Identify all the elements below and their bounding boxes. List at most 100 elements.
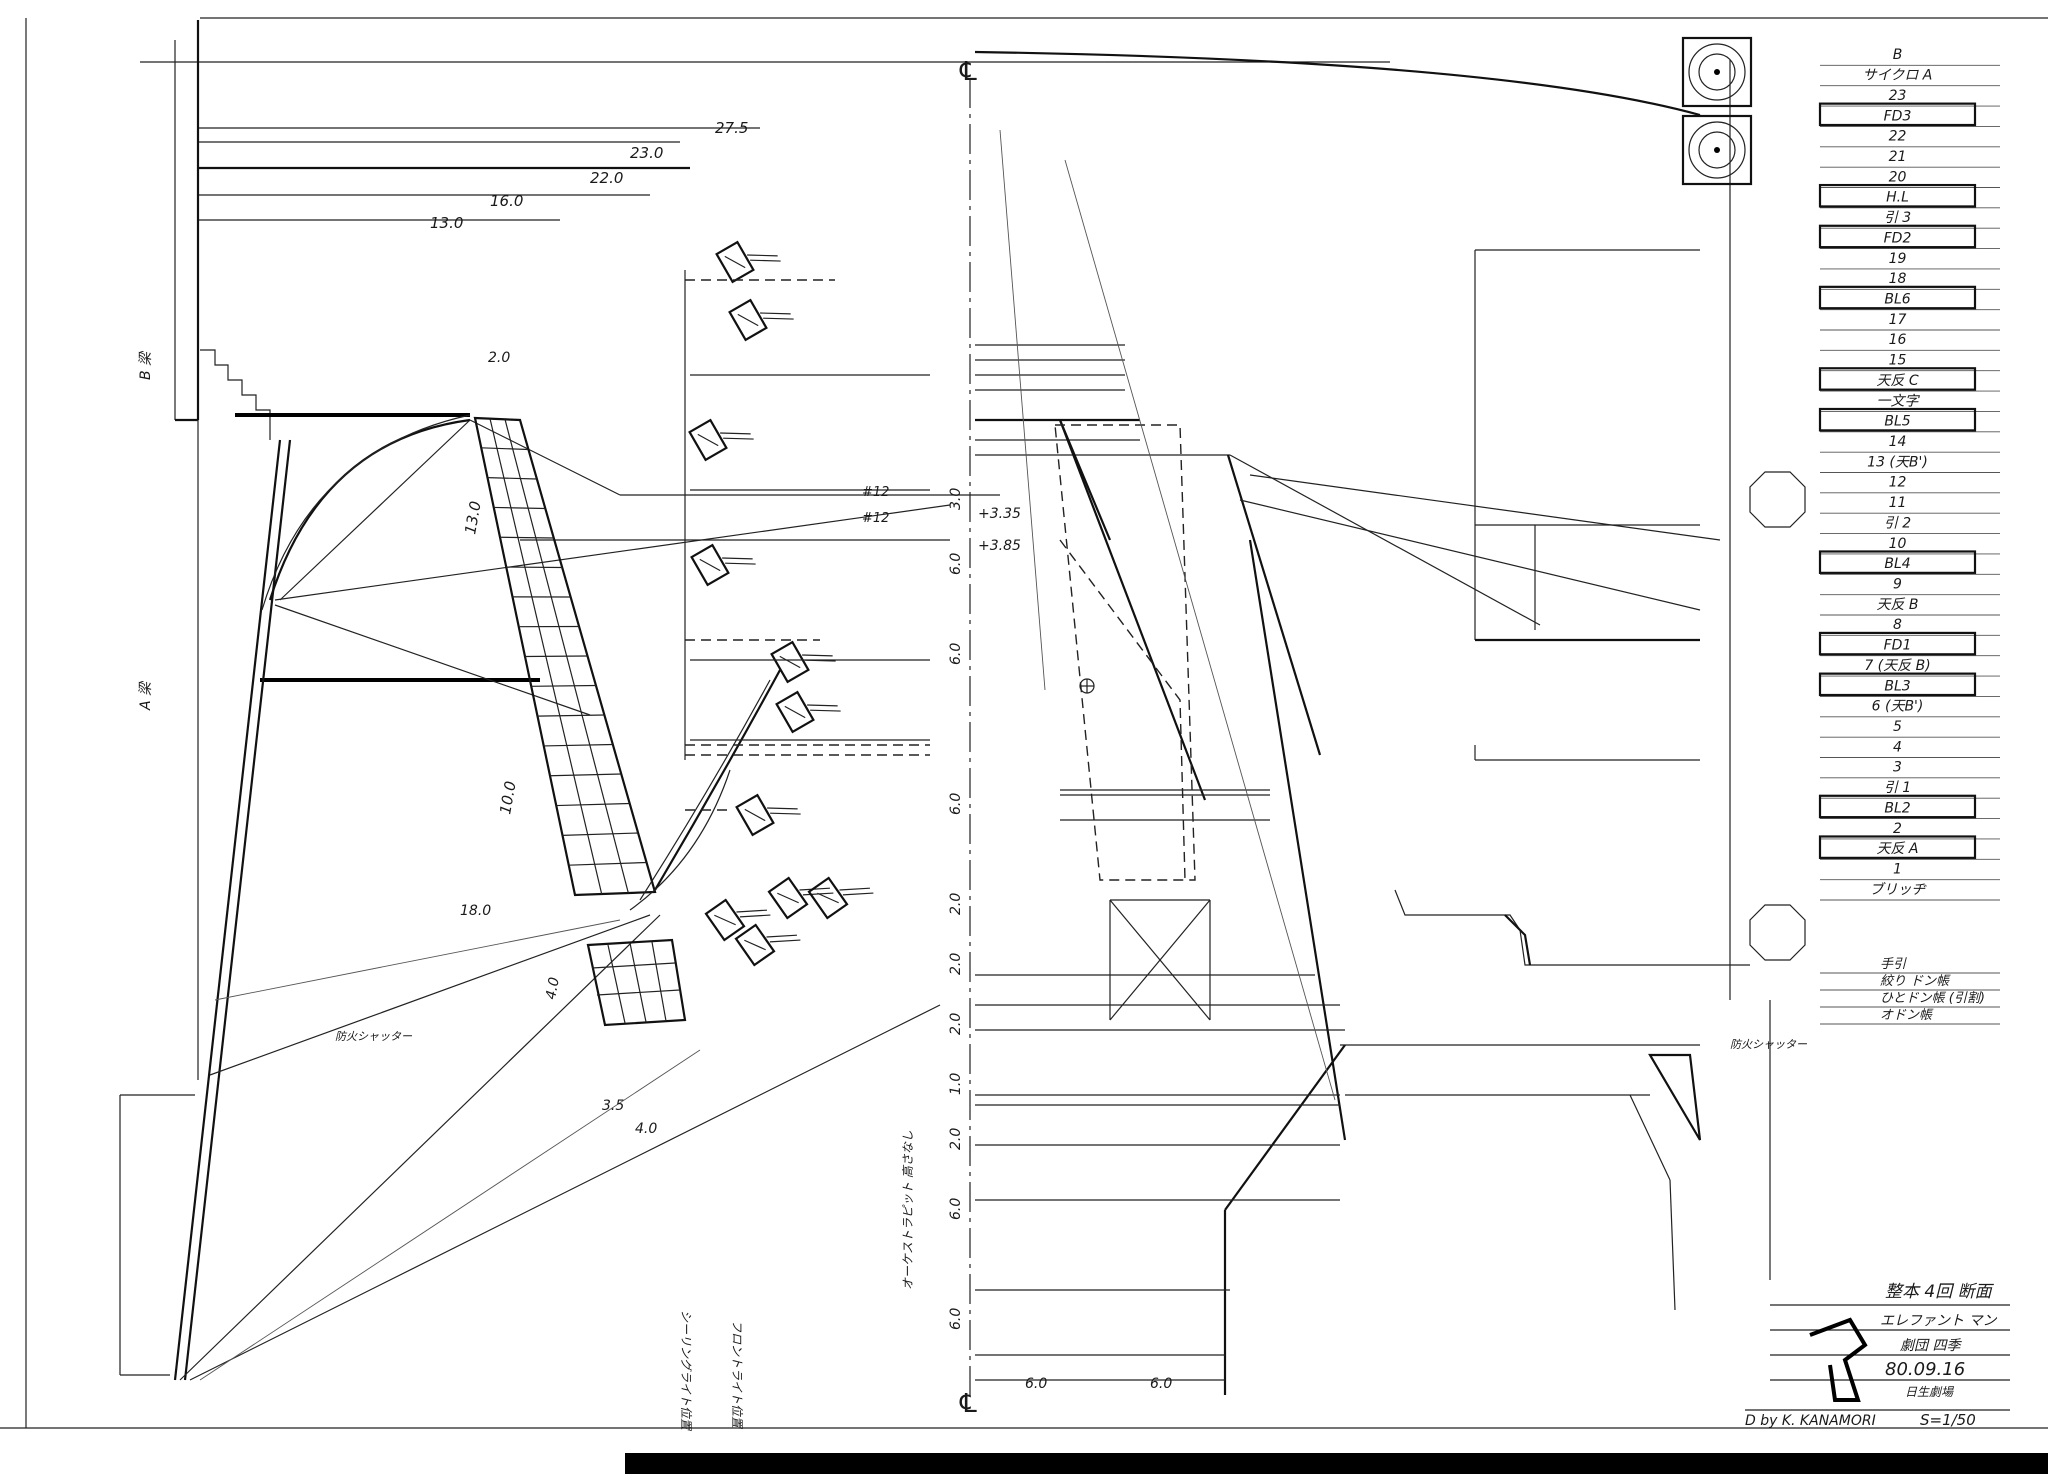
batten-label: FD1 — [1884, 638, 1912, 654]
dim-bottom-2: 6.0 — [1150, 1376, 1172, 1392]
batten-label: 18 — [1889, 271, 1907, 287]
b-beam-label: B 梁 — [138, 350, 154, 380]
dim-bottom-1: 6.0 — [1025, 1376, 1047, 1392]
spotlight — [735, 793, 801, 837]
fire-shutter-right: 防火シャッター — [1730, 1038, 1808, 1051]
drawn-by: D by K. KANAMORI — [1745, 1413, 1876, 1429]
batten-label: 22 — [1889, 129, 1907, 145]
batten-label: FD2 — [1884, 230, 1912, 246]
dim-23-0: 23.0 — [630, 144, 663, 162]
dim-v-1: 1.0 — [948, 1073, 964, 1095]
spotlight — [715, 240, 781, 284]
batten-box — [1818, 183, 1977, 208]
ladder-rung — [524, 655, 588, 658]
title-block: 整本 4回 断面 エレファント マン 劇団 四季 80.09.16 日生劇場 D… — [1745, 1282, 2010, 1429]
batten-label: 天反 A — [1876, 841, 1918, 857]
batten-label: FD3 — [1884, 108, 1912, 124]
sheet-border — [0, 17, 2048, 1474]
batten-label: 23 — [1889, 88, 1907, 104]
batten-label: ブリッヂ — [1870, 882, 1928, 898]
dim-13-0: 13.0 — [430, 214, 463, 232]
batten-label: H.L — [1886, 190, 1909, 206]
batten-label: 16 — [1889, 332, 1907, 348]
centerline: ℄ ℄ — [959, 57, 977, 1419]
spotlight — [690, 543, 756, 587]
sightlines — [179, 419, 1000, 1381]
batten-label: 21 — [1889, 149, 1907, 165]
raked-ladder-frame — [473, 416, 657, 897]
ladder-rung — [562, 832, 639, 836]
batten-label: BL5 — [1884, 414, 1910, 430]
batten-box — [1818, 550, 1977, 574]
a-beam-label: A 梁 — [138, 680, 154, 711]
batten-box — [1818, 367, 1977, 391]
batten-label: 3 — [1893, 760, 1902, 776]
tag-2: #12 — [862, 511, 889, 526]
note-orchestra-pit: オーケストラピット 高さなし — [901, 1130, 915, 1290]
stage-right-structure — [975, 129, 1721, 1395]
batten-label: 19 — [1889, 251, 1907, 267]
batten-label: 引 1 — [1884, 780, 1911, 796]
batten-box — [1818, 794, 1977, 819]
company-name: 劇団 四季 — [1900, 1338, 1962, 1354]
tag-1: #12 — [862, 485, 889, 500]
venue-name: 日生劇場 — [1905, 1385, 1955, 1399]
dimension-labels: 27.5 23.0 22.0 16.0 13.0 2.0 13.0 10.0 1… — [430, 119, 1172, 1392]
batten-label: 13 (天B') — [1867, 454, 1928, 470]
batten-label: B — [1893, 47, 1903, 63]
dim-27-5: 27.5 — [715, 119, 748, 137]
dim-v-2b: 2.0 — [948, 953, 964, 975]
notes: B 梁 A 梁 防火シャッター 防火シャッター オーケストラピット 高さなし シ… — [138, 350, 1808, 1432]
batten-label: 6 (天B') — [1872, 699, 1924, 715]
dim-4-0: 4.0 — [543, 976, 563, 1001]
stage-left-wall — [119, 20, 540, 1381]
dim-13-0-rake: 13.0 — [461, 500, 485, 536]
lower-list-label: 手引 — [1880, 957, 1907, 972]
ladder-rung — [537, 714, 605, 717]
dim-3-5: 3.5 — [602, 1098, 624, 1114]
batten-label: 7 (天反 B) — [1864, 658, 1930, 674]
dim-v-3: 3.0 — [948, 488, 964, 510]
batten-label: 2 — [1893, 821, 1902, 837]
batten-label: 11 — [1889, 495, 1907, 511]
batten-box — [1818, 407, 1977, 432]
lower-grid-frame — [586, 938, 687, 1027]
batten-label: 引 2 — [1884, 515, 1911, 531]
batten-label: BL3 — [1884, 678, 1910, 694]
centerline-top-symbol: ℄ — [959, 57, 977, 87]
batten-label: 5 — [1893, 719, 1902, 735]
batten-label: 12 — [1889, 475, 1907, 491]
sheet-date: 80.09.16 — [1885, 1359, 1965, 1380]
elevation-2: +3.85 — [978, 538, 1021, 554]
batten-box — [1818, 631, 1977, 656]
spotlight — [728, 298, 794, 342]
dim-10-0-rake: 10.0 — [496, 780, 520, 816]
sheet-title: 整本 4回 断面 — [1885, 1282, 1995, 1302]
dim-16-0: 16.0 — [490, 192, 523, 210]
dim-v-6a: 6.0 — [948, 553, 964, 575]
batten-label: 14 — [1889, 434, 1907, 450]
ladder-rung — [487, 477, 537, 480]
batten-label: 10 — [1889, 536, 1907, 552]
lower-list-label: ひとドン帳 (引割) — [1880, 991, 1985, 1006]
batten-label: 9 — [1893, 576, 1902, 592]
batten-label: 20 — [1889, 169, 1907, 185]
ladder-rung — [549, 773, 622, 777]
dashed-battens — [684, 270, 930, 811]
dim-22-0: 22.0 — [590, 169, 623, 187]
batten-label: 4 — [1893, 739, 1902, 755]
note-front-light: フロントライト位置 — [730, 1320, 744, 1430]
dim-2-0: 2.0 — [488, 350, 510, 366]
batten-box — [1818, 835, 1977, 859]
spotlight — [688, 418, 754, 462]
batten-box — [1818, 102, 1977, 127]
batten-label: 引 3 — [1884, 210, 1911, 226]
spotlight — [807, 876, 874, 920]
dim-v-2d: 2.0 — [948, 1128, 964, 1150]
ladder-rung — [531, 684, 596, 687]
spotlight — [775, 690, 841, 734]
batten-label: 1 — [1893, 861, 1902, 877]
dim-4-0-b: 4.0 — [635, 1121, 657, 1137]
ladder-rung — [499, 536, 554, 539]
